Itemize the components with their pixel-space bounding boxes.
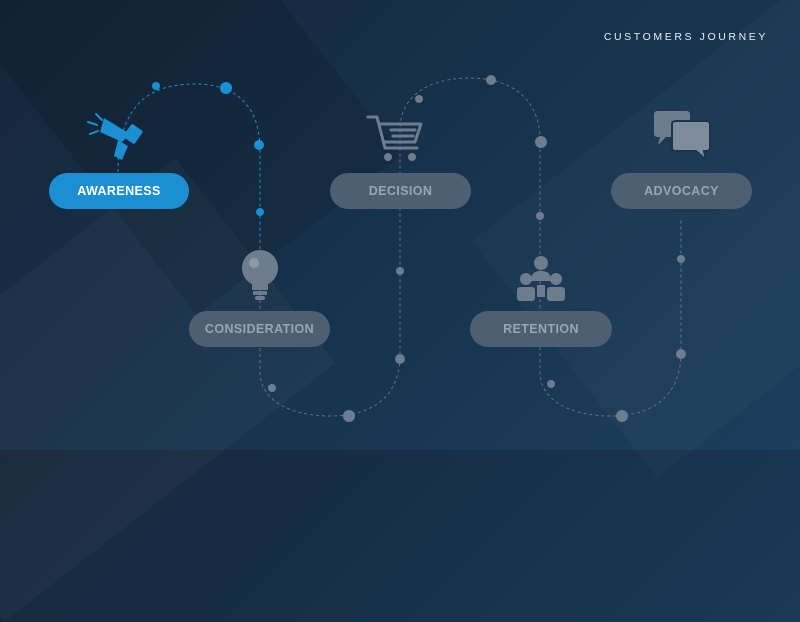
stage-consideration[interactable]: CONSIDERATION — [189, 311, 330, 347]
stage-awareness[interactable]: AWARENESS — [49, 173, 189, 209]
shopping-cart-icon — [366, 115, 423, 161]
path-dot — [268, 384, 276, 392]
path-segment-awareness — [117, 83, 261, 240]
path-dot — [535, 136, 547, 148]
lightbulb-icon — [242, 250, 278, 300]
path-dot — [396, 267, 404, 275]
path-dot — [676, 349, 686, 359]
stage-retention[interactable]: RETENTION — [470, 311, 612, 347]
path-dot — [677, 255, 685, 263]
chat-bubbles-icon — [654, 111, 711, 163]
stage-label: DECISION — [368, 184, 433, 198]
path-segment-remaining — [259, 77, 682, 417]
stage-label: CONSIDERATION — [204, 322, 315, 336]
path-dot — [152, 82, 160, 90]
path-dot — [254, 140, 264, 150]
page-title: CUSTOMERS JOURNEY — [603, 31, 768, 43]
people-icon — [517, 256, 565, 301]
stage-decision[interactable]: DECISION — [330, 173, 471, 209]
path-dot — [220, 82, 232, 94]
megaphone-icon — [87, 113, 143, 160]
stage-advocacy[interactable]: ADVOCACY — [611, 173, 752, 209]
path-dot — [536, 212, 544, 220]
path-dot — [547, 380, 555, 388]
path-dot — [415, 95, 423, 103]
path-dot — [343, 410, 355, 422]
journey-path — [117, 75, 686, 422]
path-dot — [616, 410, 628, 422]
path-dot — [256, 208, 264, 216]
stage-label: RETENTION — [503, 322, 579, 336]
path-dot — [395, 354, 405, 364]
stage-label: AWARENESS — [77, 184, 161, 198]
stage-label: ADVOCACY — [644, 184, 719, 198]
path-dot — [486, 75, 496, 85]
